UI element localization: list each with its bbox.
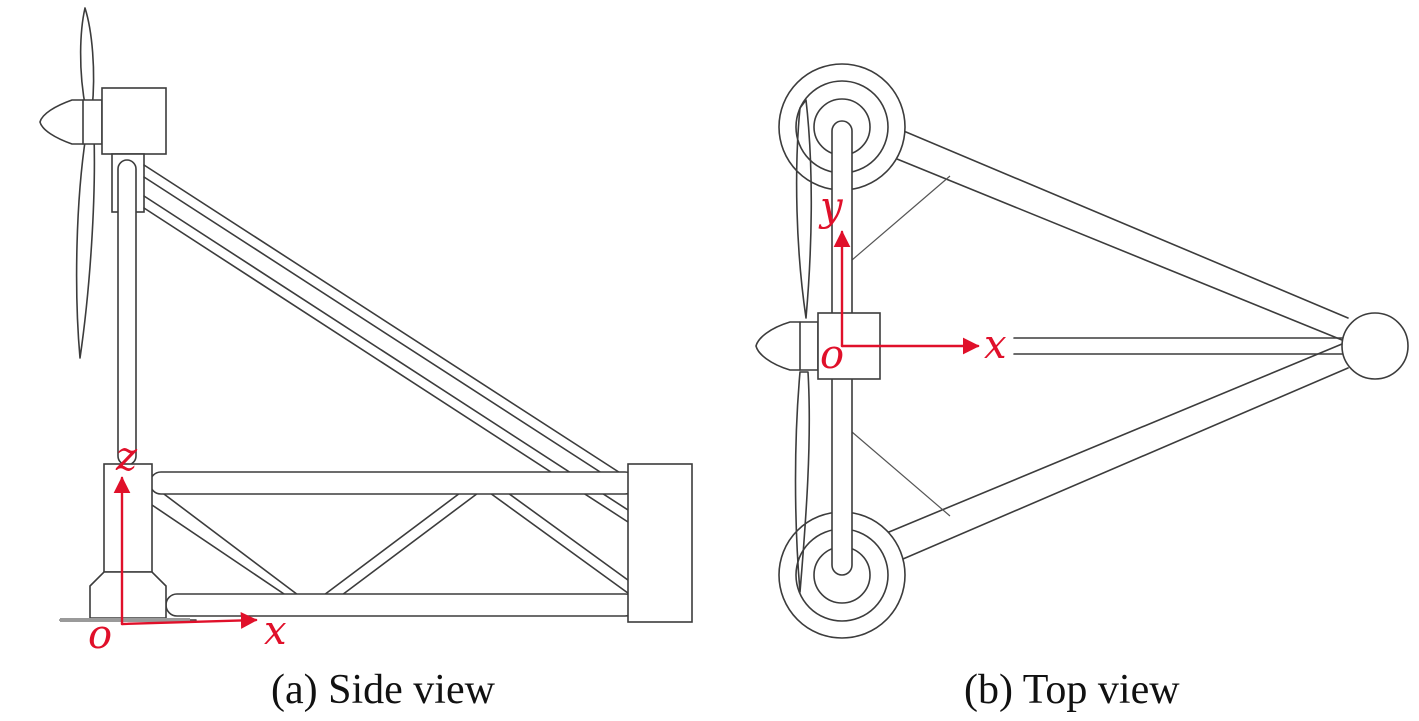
side-view-axes: z x o <box>88 434 287 658</box>
top-hub <box>755 321 819 371</box>
top-axis-x-label: x <box>984 322 1007 368</box>
side-origin-label: o <box>88 612 112 658</box>
side-view-caption: (a) Side view <box>271 667 496 713</box>
side-axis-z-label: z <box>115 434 138 480</box>
top-blade-upper <box>795 99 813 319</box>
side-tower <box>117 159 137 466</box>
top-view-caption: (b) Top view <box>964 667 1180 713</box>
top-origin-label: o <box>820 332 844 378</box>
side-left-column <box>103 463 153 573</box>
side-axis-x-arrow <box>120 612 258 629</box>
top-view-axes: y x o <box>818 184 1007 378</box>
side-upper-pontoon <box>149 471 637 495</box>
top-view-drawing <box>755 63 1409 639</box>
side-hub <box>39 99 103 145</box>
top-axis-y-label: y <box>818 184 844 230</box>
side-blade-lower <box>75 134 96 359</box>
top-blade-lower <box>794 371 811 593</box>
side-lower-pontoon <box>165 593 637 617</box>
top-right-column <box>1341 312 1409 380</box>
side-axis-x-label: x <box>264 608 287 654</box>
side-right-column <box>627 463 693 623</box>
side-view-drawing <box>39 7 693 623</box>
side-nacelle <box>101 87 167 155</box>
side-blade-upper <box>79 7 95 111</box>
